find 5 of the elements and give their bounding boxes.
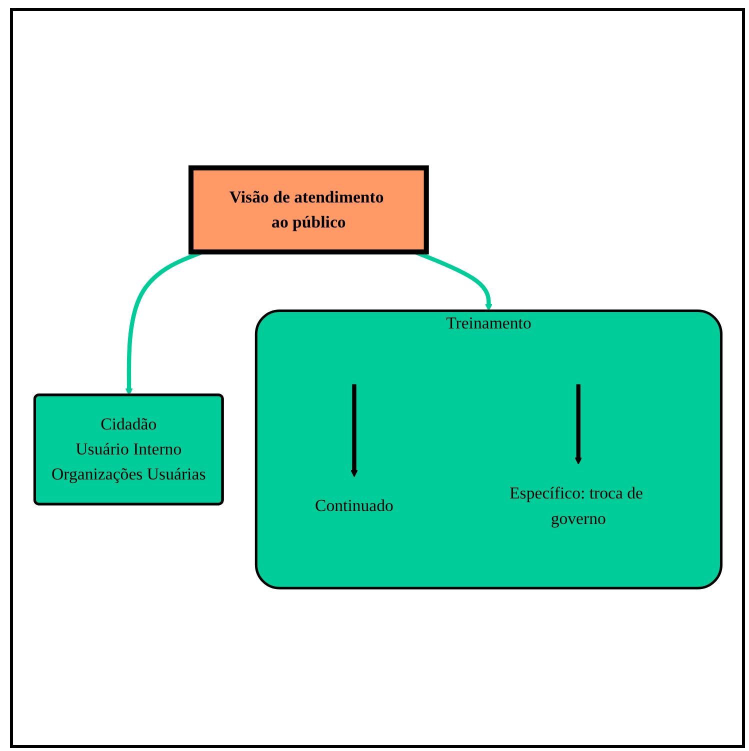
node-text: Específico: troca de governo — [509, 484, 643, 528]
arrow — [350, 384, 358, 478]
arrow — [574, 384, 582, 464]
node-box: Visão de atendimento ao público — [188, 165, 428, 254]
node-text: Continuado — [314, 496, 393, 516]
